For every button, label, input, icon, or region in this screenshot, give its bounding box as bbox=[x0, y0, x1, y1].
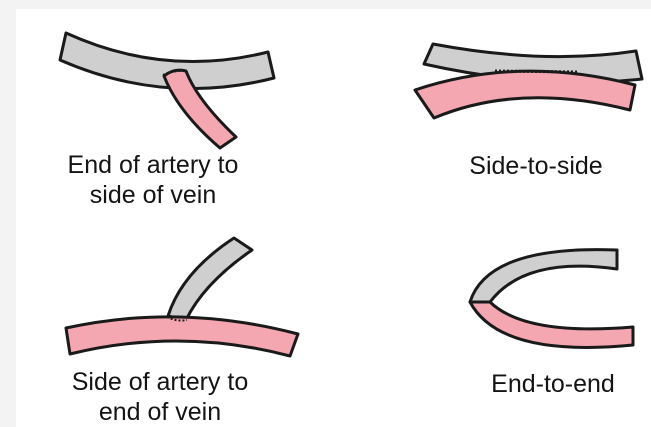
panel-side-to-side bbox=[415, 44, 642, 118]
artery-vessel bbox=[470, 302, 633, 347]
panel-side-artery-end-vein bbox=[66, 238, 298, 356]
caption-line: side of vein bbox=[26, 180, 280, 210]
caption-line: End-to-end bbox=[468, 369, 638, 399]
caption-side-to-side: Side-to-side bbox=[436, 151, 636, 181]
vein-vessel bbox=[168, 238, 252, 320]
caption-line: End of artery to bbox=[26, 150, 280, 180]
artery-vessel bbox=[415, 71, 635, 118]
artery-vessel bbox=[66, 317, 298, 356]
caption-line: Side of artery to bbox=[20, 367, 300, 397]
caption-side-artery-end-vein: Side of artery to end of vein bbox=[20, 367, 300, 427]
vein-vessel bbox=[470, 250, 617, 302]
caption-end-artery-side-vein: End of artery to side of vein bbox=[26, 150, 280, 210]
caption-end-to-end: End-to-end bbox=[468, 369, 638, 399]
caption-line: end of vein bbox=[20, 397, 300, 427]
panel-end-artery-side-vein bbox=[60, 33, 274, 148]
panel-end-to-end bbox=[470, 250, 633, 348]
caption-line: Side-to-side bbox=[436, 151, 636, 181]
